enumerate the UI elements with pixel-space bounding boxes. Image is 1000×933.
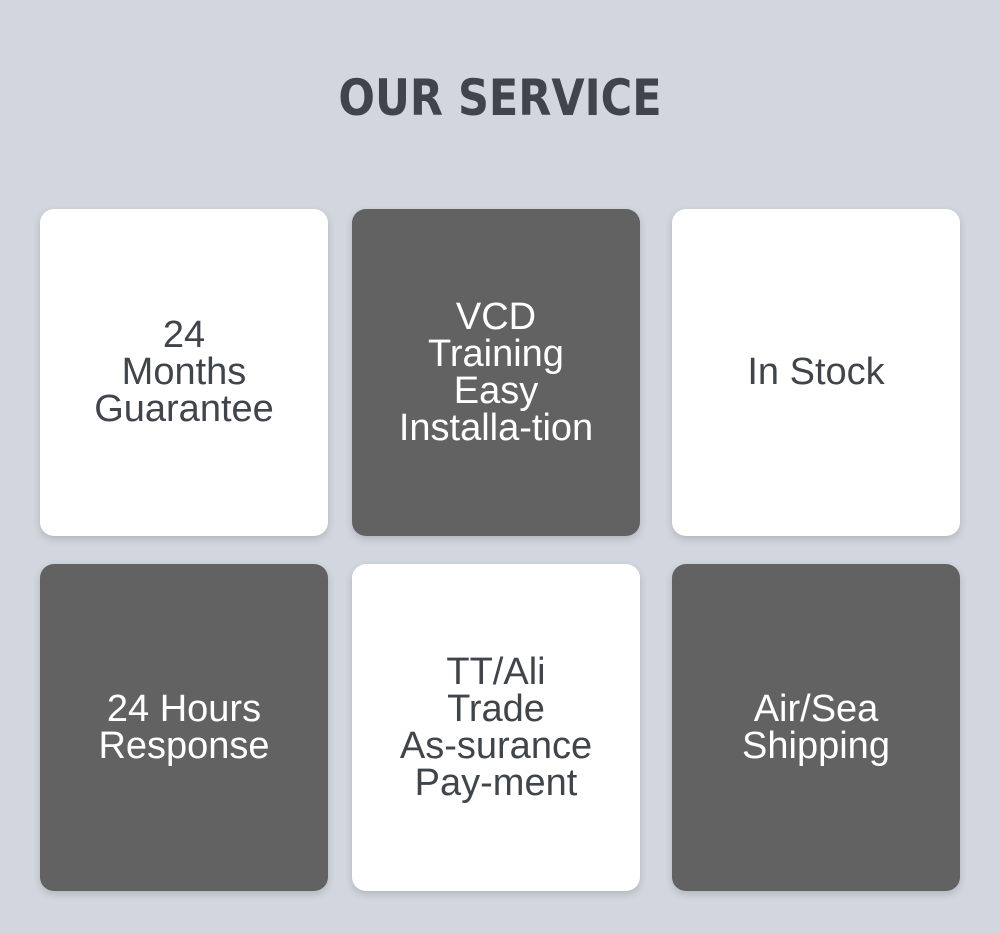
service-tile-label: 24 Months Guarantee xyxy=(94,314,274,430)
service-tile-label: VCD Training Easy Installa-tion xyxy=(398,295,594,449)
service-tile-label: 24 Hours Response xyxy=(98,687,270,767)
service-tile-shipping: Air/Sea Shipping xyxy=(672,564,960,891)
service-tile-label: In Stock xyxy=(747,351,885,393)
service-tile-label: Air/Sea Shipping xyxy=(742,687,890,767)
service-tile-guarantee: 24 Months Guarantee xyxy=(40,209,328,536)
service-tile-in-stock: In Stock xyxy=(672,209,960,536)
service-tile-label: TT/Ali Trade As-surance Pay-ment xyxy=(399,650,593,804)
service-tile-payment: TT/Ali Trade As-surance Pay-ment xyxy=(352,564,640,891)
service-tile-training: VCD Training Easy Installa-tion xyxy=(352,209,640,536)
service-tile-response: 24 Hours Response xyxy=(40,564,328,891)
page-title: OUR SERVICE xyxy=(338,69,662,127)
